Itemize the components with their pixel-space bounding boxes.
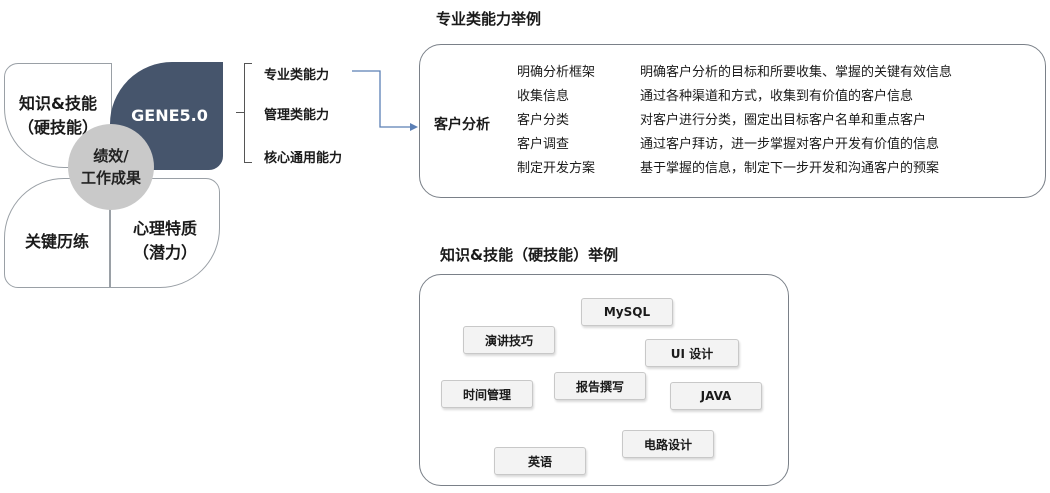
clover-petal-knowledge-skills: 知识&技能 （硬技能） xyxy=(4,63,112,168)
skill-tag: JAVA xyxy=(670,382,762,410)
skill-tag: 演讲技巧 xyxy=(463,326,555,354)
pro-row-key: 客户调查 xyxy=(517,137,570,152)
skill-tag: UI 设计 xyxy=(645,339,739,367)
pro-row-desc: 通过客户拜访，进一步掌握对客户开发有价值的信息 xyxy=(640,137,940,152)
pro-row-desc: 对客户进行分类，圈定出目标客户名单和重点客户 xyxy=(640,113,927,128)
pro-row-desc: 通过各种渠道和方式，收集到有价值的客户信息 xyxy=(640,89,914,104)
skill-tag: 英语 xyxy=(494,447,586,475)
pro-row-key: 收集信息 xyxy=(517,89,570,104)
skills-title: 知识&技能（硬技能）举例 xyxy=(440,246,619,264)
capability-core-general: 核心通用能力 xyxy=(264,151,343,166)
petal-label-knowledge-skills: 知识&技能 xyxy=(19,93,97,113)
skill-tag: 报告撰写 xyxy=(554,372,646,400)
pro-row-key: 制定开发方案 xyxy=(517,161,596,176)
professional-title: 专业类能力举例 xyxy=(436,10,542,28)
professional-category: 客户分析 xyxy=(434,117,490,133)
pro-row-desc: 明确客户分析的目标和所要收集、掌握的关键有效信息 xyxy=(640,65,953,80)
capabilities-bracket-tick xyxy=(236,112,244,113)
center-label-work-results: 工作成果 xyxy=(80,169,141,187)
clover-center-performance: 绩效/ 工作成果 xyxy=(68,124,154,210)
clover-petal-psychological-traits: 心理特质 （潜力） xyxy=(110,178,220,288)
petal-label-hard-skills: （硬技能） xyxy=(17,117,98,137)
capabilities-bracket xyxy=(244,63,252,163)
pro-row-key: 客户分类 xyxy=(517,113,570,128)
capability-management: 管理类能力 xyxy=(264,108,330,123)
professional-box xyxy=(419,44,1046,198)
pro-row-desc: 基于掌握的信息，制定下一步开发和沟通客户的预案 xyxy=(640,161,940,176)
petal-label-potential: （潜力） xyxy=(132,243,197,262)
pro-row-key: 明确分析框架 xyxy=(517,65,596,80)
skill-tag: 电路设计 xyxy=(622,430,714,458)
capability-professional: 专业类能力 xyxy=(264,68,330,83)
petal-label-psychological-traits: 心理特质 xyxy=(132,219,197,238)
skill-tag: MySQL xyxy=(581,298,673,326)
center-label-performance: 绩效/ xyxy=(93,147,129,165)
petal-label-key-experience: 关键历练 xyxy=(24,232,89,251)
skill-tag: 时间管理 xyxy=(441,380,533,408)
petal-label-gene: GENE5.0 xyxy=(131,106,208,125)
